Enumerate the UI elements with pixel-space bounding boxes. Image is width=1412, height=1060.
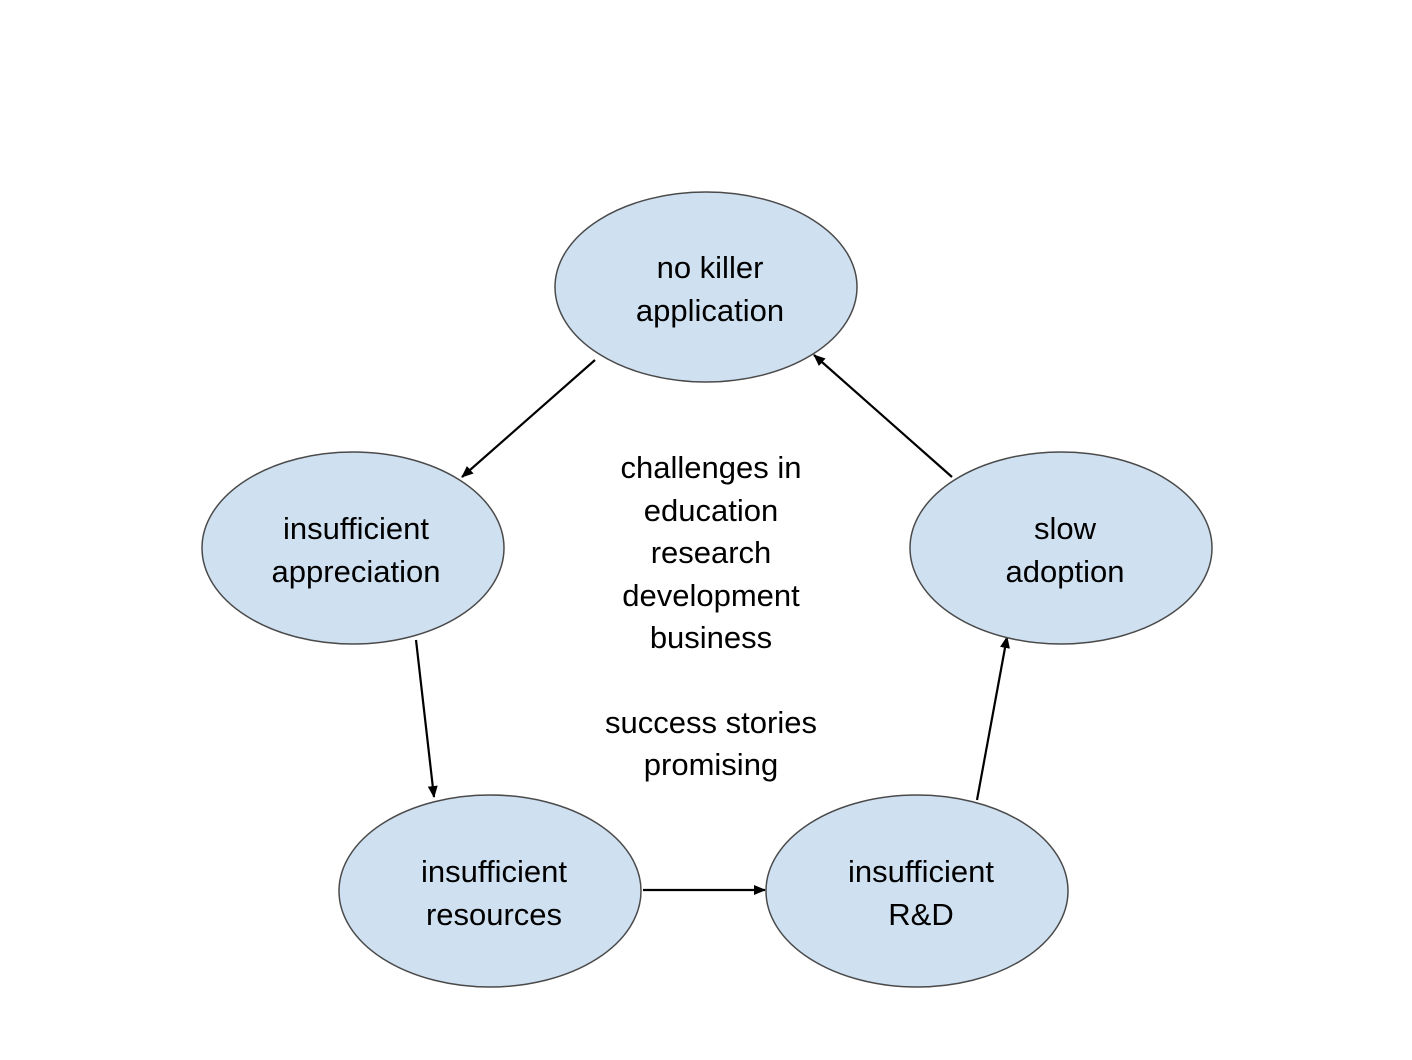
node-no-killer-application: no killer application <box>554 191 858 383</box>
success-line: promising <box>644 747 778 782</box>
arrow-rd-to-adoption <box>975 636 1010 801</box>
node-label-line2: resources <box>426 897 562 932</box>
challenges-line: challenges in <box>621 450 802 485</box>
node-label-line1: slow <box>1034 511 1097 546</box>
node-label-line1: insufficient <box>283 511 429 546</box>
challenges-line: business <box>650 620 772 655</box>
challenges-line: development <box>622 578 800 613</box>
node-label-line2: R&D <box>888 897 953 932</box>
node-shape <box>338 794 642 988</box>
node-shape <box>909 451 1213 645</box>
arrow-adoption-to-killer <box>813 354 953 478</box>
node-shape <box>554 191 858 383</box>
arrow-appreciation-to-resources <box>414 639 438 798</box>
node-insufficient-appreciation: insufficient appreciation <box>201 451 505 645</box>
arrow-killer-to-appreciation <box>461 359 596 478</box>
node-label-line2: appreciation <box>272 554 441 589</box>
node-label-line2: adoption <box>1006 554 1125 589</box>
node-shape <box>765 794 1069 988</box>
node-label-line1: insufficient <box>848 854 994 889</box>
center-success-text: success stories promising <box>605 705 817 782</box>
node-label-line2: application <box>636 293 784 328</box>
challenges-line: education <box>644 493 778 528</box>
challenges-line: research <box>651 535 772 570</box>
success-line: success stories <box>605 705 817 740</box>
node-slow-adoption: slow adoption <box>909 451 1213 645</box>
node-insufficient-resources: insufficient resources <box>338 794 642 988</box>
node-label-line1: no killer <box>657 250 764 285</box>
node-label-line1: insufficient <box>421 854 567 889</box>
node-shape <box>201 451 505 645</box>
node-insufficient-rd: insufficient R&D <box>765 794 1069 988</box>
center-challenges-text: challenges in education research develop… <box>621 450 802 655</box>
